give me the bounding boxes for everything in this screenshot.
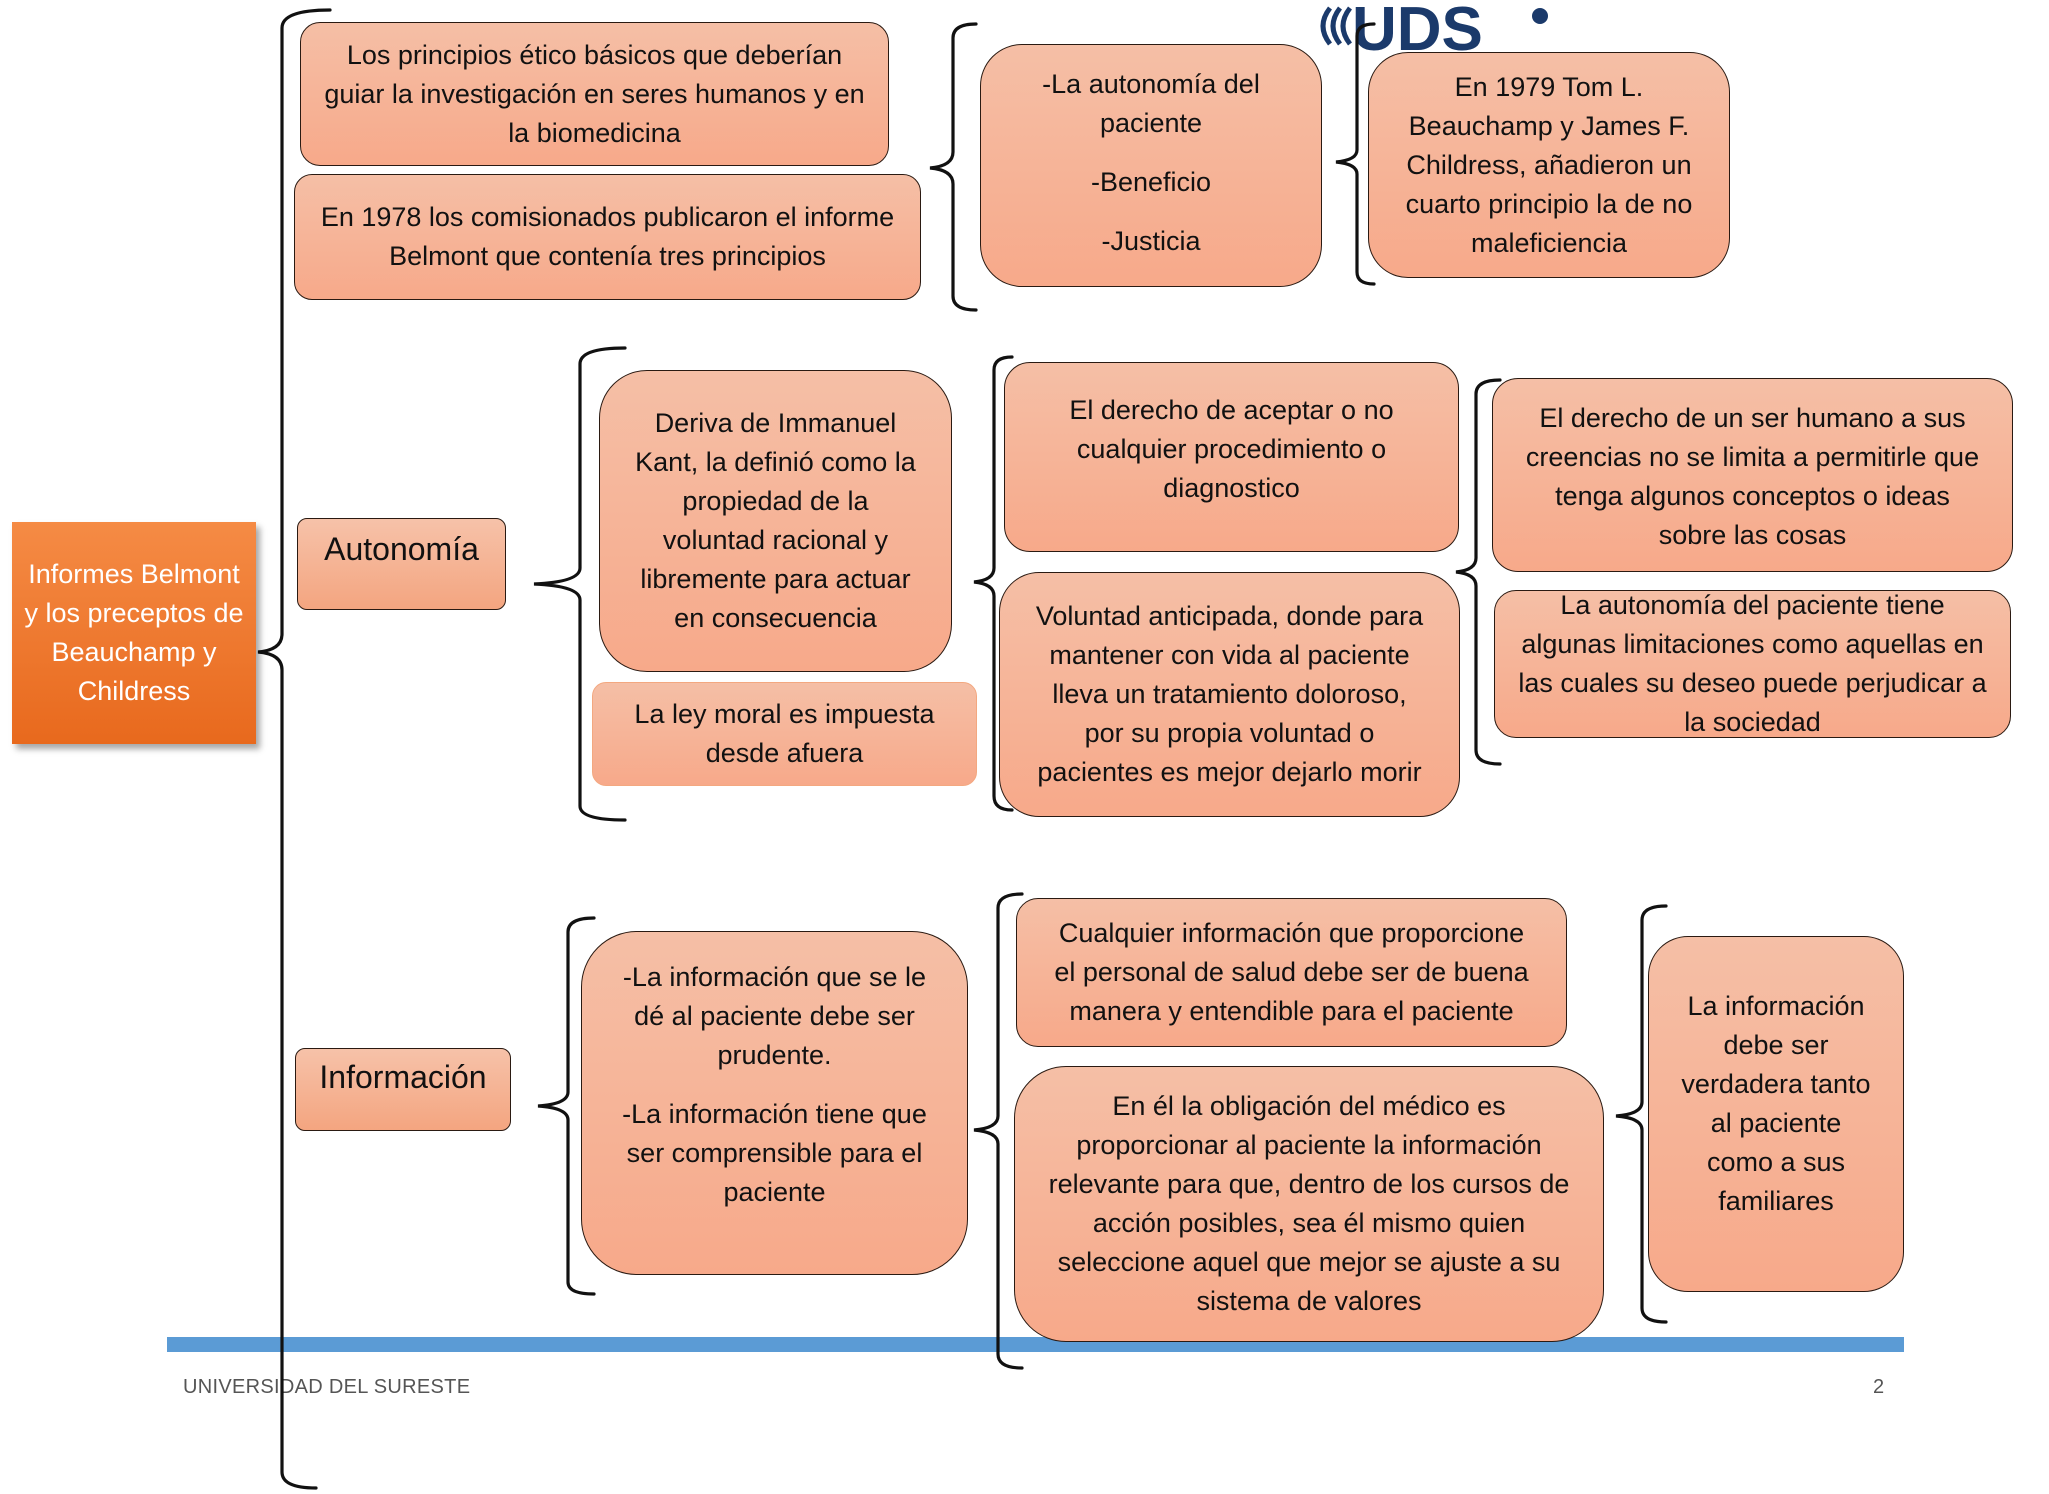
autonomia-label: Autonomía <box>297 518 506 610</box>
info-point-prudente: -La información que se le dé al paciente… <box>622 962 927 1070</box>
box-obligacion-medico: En él la obligación del médico es propor… <box>1014 1066 1604 1342</box>
box-info-prudente: -La información que se le dé al paciente… <box>581 931 968 1275</box>
principio-justicia: -Justicia <box>1101 226 1201 256</box>
box-info-verdadera: La información debe ser verdadera tanto … <box>1648 936 1904 1292</box>
principio-autonomia: -La autonomía del paciente <box>1042 69 1260 138</box>
bracket-s1-a <box>929 22 978 312</box>
box-voluntad-anticipada: Voluntad anticipada, donde para mantener… <box>999 572 1460 817</box>
box-principios-basicos: Los principios ético básicos que debería… <box>300 22 889 166</box>
box-informe-1978: En 1978 los comisionados publicaron el i… <box>294 174 921 300</box>
root-node: Informes Belmont y los preceptos de Beau… <box>12 522 256 744</box>
page-number: 2 <box>1873 1376 1885 1398</box>
box-1979: En 1979 Tom L. Beauchamp y James F. Chil… <box>1368 52 1730 278</box>
box-ley-moral: La ley moral es impuesta desde afuera <box>592 682 977 786</box>
footer-bar <box>167 1337 1904 1352</box>
box-derecho-aceptar: El derecho de aceptar o no cualquier pro… <box>1004 362 1459 552</box>
box-cualquier-informacion: Cualquier información que proporcione el… <box>1016 898 1567 1047</box>
footer-university: UNIVERSIDAD DEL SURESTE <box>183 1376 471 1398</box>
info-point-comprensible: -La información tiene que ser comprensib… <box>622 1099 927 1207</box>
box-kant: Deriva de Immanuel Kant, la definió como… <box>599 370 952 672</box>
informacion-label: Información <box>295 1048 511 1131</box>
box-creencias: El derecho de un ser humano a sus creenc… <box>1492 378 2013 572</box>
box-limitaciones: La autonomía del paciente tiene algunas … <box>1494 590 2011 738</box>
box-tres-principios: -La autonomía del paciente -Beneficio -J… <box>980 44 1322 287</box>
principio-beneficio: -Beneficio <box>1090 167 1212 197</box>
